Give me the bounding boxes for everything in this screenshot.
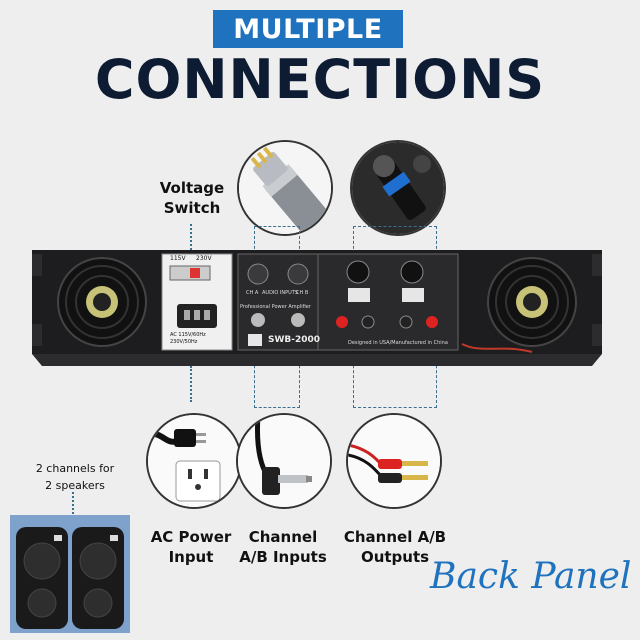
back-panel-signature: Back Panel [430, 556, 632, 597]
voltage-115-text: 115V [170, 255, 186, 262]
input-b-text: CH B [296, 290, 309, 296]
amp-title-text: Professional Power Amplifier [240, 304, 311, 310]
inputs-label-line2: A/B Inputs [239, 548, 327, 567]
ac-rating-text: AC 115V/60Hz [170, 332, 206, 338]
audio-inputs-text: AUDIO INPUTS [262, 290, 299, 296]
outputs-label-line1: Channel A/B [343, 528, 447, 546]
amplifier-back-panel: 115V 230V AC 115V/60Hz 230V/50Hz CH A AU… [30, 244, 604, 366]
voltage-230-text: 230V [196, 255, 212, 262]
ac-rating-text-2: 230V/50Hz [170, 339, 198, 345]
left-fan [57, 257, 147, 347]
voltage-label-line1: Voltage [159, 179, 225, 197]
input-a-text: CH A [246, 290, 259, 296]
speaker-right [72, 527, 124, 629]
ac-label-line2: Input [168, 548, 214, 567]
channel-inputs-label: Channel A/B Inputs [228, 527, 338, 568]
speakers-photo [10, 515, 130, 633]
channels-note: 2 channels for 2 speakers [10, 461, 140, 494]
banner: MULTIPLE [213, 10, 403, 48]
ac-pointer-line [190, 366, 192, 402]
right-fan [487, 257, 577, 347]
headline: CONNECTIONS [94, 48, 546, 111]
voltage-switch-label: Voltage Switch [150, 178, 234, 219]
model-text: SWB-2000 [268, 335, 321, 345]
speaker-left [16, 527, 68, 629]
ac-label-line1: AC Power [150, 528, 232, 546]
speakers-pointer-line [72, 492, 74, 514]
speakon-connector-photo [350, 140, 446, 236]
channel-outputs-label: Channel A/B Outputs [330, 527, 460, 568]
inputs-label-line1: Channel [248, 528, 318, 546]
voltage-pointer-line [190, 224, 192, 254]
ac-power-label: AC Power Input [136, 527, 246, 568]
ac-power-cord-photo [146, 413, 242, 509]
quarter-inch-cable-photo [236, 413, 332, 509]
channels-note-line1: 2 channels for [35, 462, 115, 475]
voltage-label-line2: Switch [163, 199, 221, 218]
footer-text: Designed in USA/Manufactured in China [348, 340, 448, 346]
xlr-connector-photo [237, 140, 333, 236]
banana-plug-cable-photo [346, 413, 442, 509]
outputs-label-line2: Outputs [360, 548, 430, 567]
channels-note-line2: 2 speakers [45, 478, 105, 492]
